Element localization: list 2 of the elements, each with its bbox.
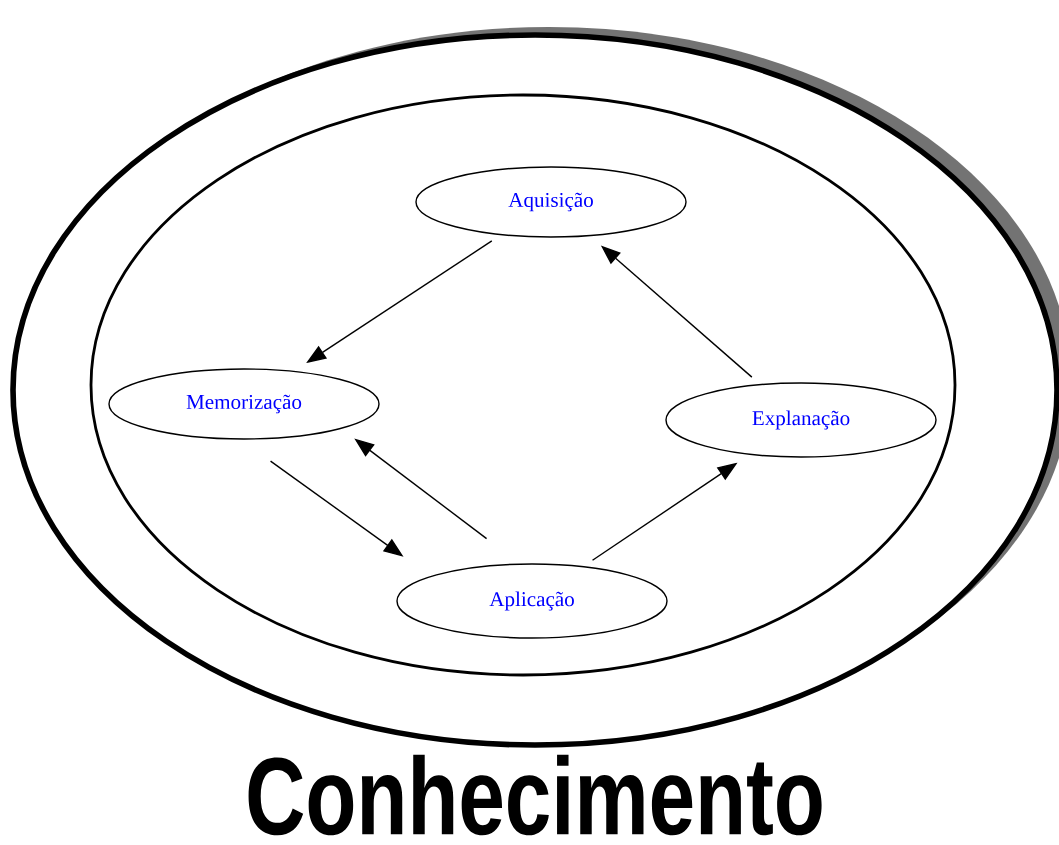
ellipse (89, 93, 957, 677)
heading: Conhecimento (248, 754, 822, 836)
